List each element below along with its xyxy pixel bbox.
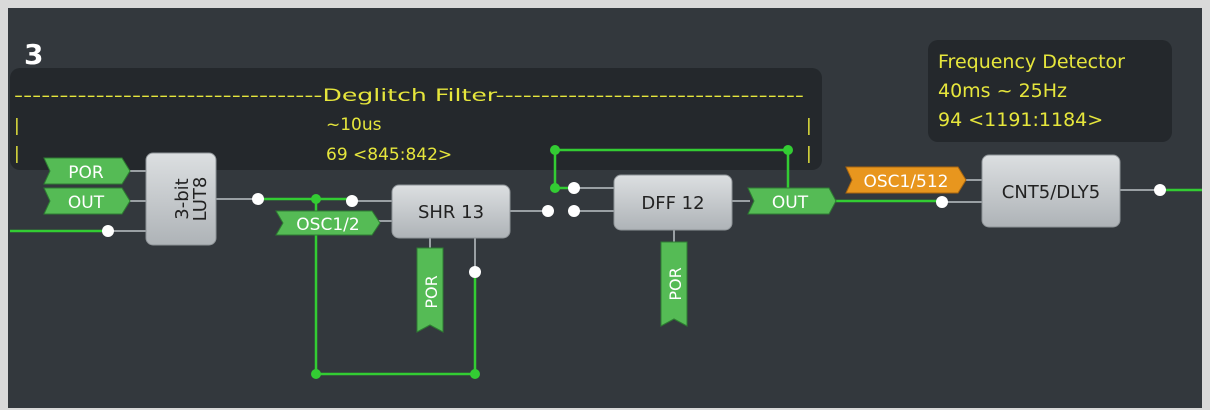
freq-detector-title: Frequency Detector	[938, 51, 1125, 73]
port-osc-512[interactable]: OSC1/512	[845, 166, 967, 194]
dff12-label: DFF 12	[641, 193, 704, 214]
port-out-input[interactable]: OUT	[43, 187, 131, 215]
port-por-input-label: POR	[68, 163, 104, 183]
port-osc-half-label: OSC1/2	[296, 215, 359, 235]
shr13-label: SHR 13	[418, 202, 484, 223]
freq-detector-range: 40ms ~ 25Hz	[938, 80, 1067, 102]
junction-dot	[252, 193, 264, 205]
junction-dot	[542, 205, 554, 217]
port-out-middle[interactable]: OUT	[747, 187, 837, 215]
cnt5-dly5-label: CNT5/DLY5	[1002, 182, 1101, 203]
junction-dot	[550, 183, 560, 193]
junction-dot	[469, 266, 481, 278]
section-number: 3	[24, 38, 43, 71]
port-por-dff-label: POR	[666, 267, 685, 300]
junction-dot	[102, 225, 114, 237]
port-por-shr[interactable]: POR	[416, 247, 444, 333]
gray-wires	[108, 170, 1160, 272]
deglitch-counts: 69 <845:842>	[326, 145, 452, 165]
junction-dot	[311, 194, 321, 204]
junction-dot	[783, 145, 793, 155]
green-wires	[10, 148, 1202, 376]
deglitch-filter-panel	[10, 68, 822, 170]
cnt5-dly5-block[interactable]: CNT5/DLY5	[981, 154, 1121, 228]
port-por-shr-label: POR	[422, 275, 441, 308]
lut8-line1: 3-bit	[172, 178, 193, 219]
deglitch-bracket-left-bottom: |	[14, 144, 20, 164]
junction-dot	[568, 182, 580, 194]
junction-dot	[1154, 184, 1166, 196]
wire-junctions	[102, 145, 1166, 379]
port-osc-half[interactable]: OSC1/2	[275, 210, 381, 236]
port-out-input-label: OUT	[68, 193, 105, 213]
shr13-block[interactable]: SHR 13	[391, 184, 511, 239]
frequency-detector-panel	[928, 40, 1172, 142]
deglitch-bracket-right-bottom: |	[806, 144, 812, 164]
deglitch-filter-title: ----------------------------------Deglit…	[14, 86, 804, 106]
lut8-line2: LUT8	[190, 177, 211, 222]
junction-dot	[550, 145, 560, 155]
lut8-block[interactable]: 3-bit LUT8	[145, 152, 217, 246]
junction-dot	[936, 196, 948, 208]
port-por-input[interactable]: POR	[43, 157, 131, 185]
dff12-block[interactable]: DFF 12	[613, 174, 733, 231]
port-out-middle-label: OUT	[772, 193, 809, 213]
deglitch-bracket-left-top: |	[14, 116, 20, 136]
deglitch-timing: ~10us	[326, 115, 382, 135]
junction-dot	[470, 369, 480, 379]
deglitch-bracket-right-top: |	[806, 116, 812, 136]
junction-dot	[568, 205, 580, 217]
port-osc-512-label: OSC1/512	[863, 172, 948, 192]
junction-dot	[346, 195, 358, 207]
junction-dot	[311, 369, 321, 379]
port-por-dff[interactable]: POR	[660, 241, 688, 327]
freq-detector-counts: 94 <1191:1184>	[938, 109, 1103, 131]
